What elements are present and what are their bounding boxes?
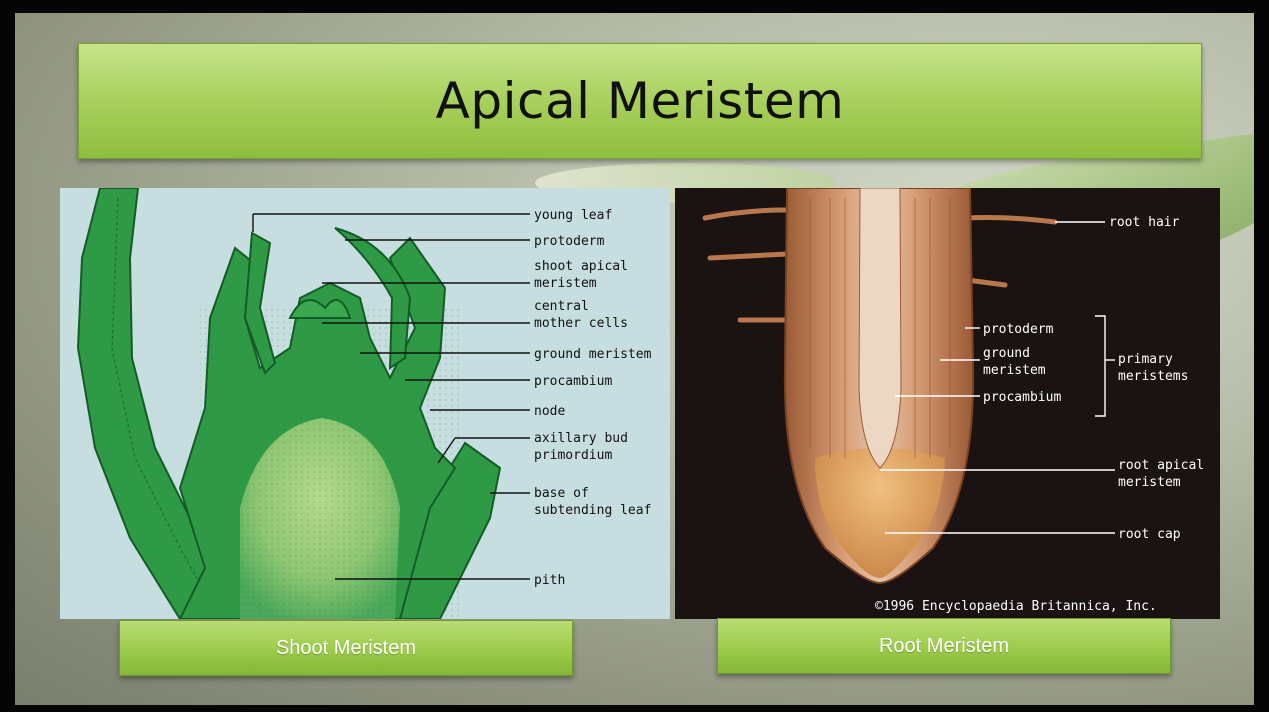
label-ground-meristem: ground meristem: [534, 347, 652, 362]
label-procambium: procambium: [534, 374, 612, 389]
label-root-apical-meristem: meristem: [1118, 475, 1181, 490]
label-root-procambium: procambium: [983, 390, 1061, 405]
root-hair-1: [705, 210, 785, 218]
label-primary-meristems: meristems: [1118, 369, 1188, 384]
root-caption-text: Root Meristem: [879, 635, 1009, 658]
label-young-leaf: young leaf: [534, 208, 612, 223]
root-diagram-svg: root hair protoderm ground meristem proc…: [675, 188, 1220, 619]
shoot-meristem-caption: Shoot Meristem: [119, 620, 573, 676]
label-root-hair: root hair: [1109, 215, 1180, 230]
title-banner: Apical Meristem: [78, 43, 1202, 159]
root-hair-5: [967, 280, 1005, 285]
label-pith: pith: [534, 573, 565, 588]
procambium-column: [859, 188, 901, 468]
label-base-of: base of: [534, 486, 589, 501]
label-root-apical: root apical: [1118, 458, 1204, 473]
shoot-diagram-svg: young leaf protoderm shoot apical merist…: [60, 188, 670, 619]
label-primordium: primordium: [534, 448, 612, 463]
shoot-caption-text: Shoot Meristem: [276, 637, 416, 660]
label-central: central: [534, 299, 589, 314]
slide: Apical Meristem: [15, 13, 1254, 705]
label-root-protoderm: protoderm: [983, 322, 1054, 337]
label-mother-cells: mother cells: [534, 316, 628, 331]
label-root-ground: ground: [983, 346, 1030, 361]
label-protoderm: protoderm: [534, 234, 605, 249]
label-primary: primary: [1118, 352, 1173, 367]
label-root-cap: root cap: [1118, 527, 1181, 542]
label-root-ground-meristem: meristem: [983, 363, 1046, 378]
slide-title: Apical Meristem: [436, 72, 845, 130]
root-meristem-diagram: root hair protoderm ground meristem proc…: [675, 188, 1220, 619]
root-hair-2: [710, 254, 787, 258]
label-axillary-bud: axillary bud: [534, 431, 628, 446]
label-shoot-apical-meristem: meristem: [534, 276, 597, 291]
root-hair-4: [967, 218, 1055, 223]
label-shoot-apical: shoot apical: [534, 259, 628, 274]
label-subtending-leaf: subtending leaf: [534, 503, 651, 518]
copyright-notice: ©1996 Encyclopaedia Britannica, Inc.: [875, 599, 1157, 614]
label-node: node: [534, 404, 565, 419]
shoot-meristem-diagram: young leaf protoderm shoot apical merist…: [60, 188, 670, 619]
root-meristem-caption: Root Meristem: [717, 618, 1171, 674]
